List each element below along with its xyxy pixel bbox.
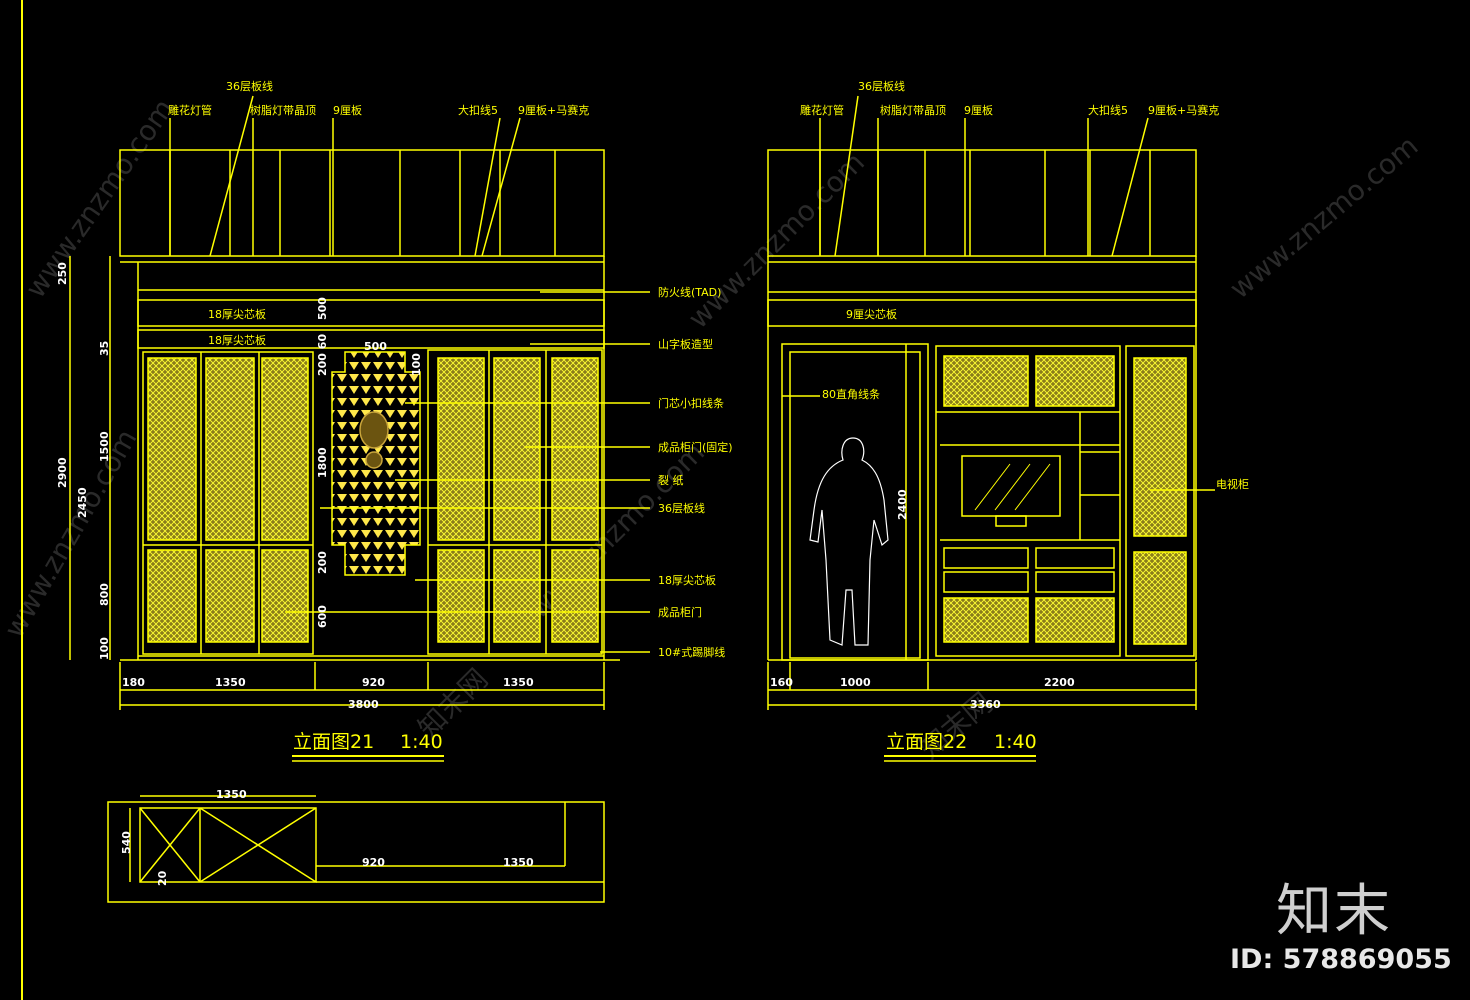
label-top: 36层板线 (858, 79, 905, 93)
label-side: 成品柜门 (658, 605, 702, 619)
label-top: 36层板线 (226, 79, 273, 93)
dimension: 540 (120, 831, 133, 854)
dimension: 200 60 (316, 334, 329, 376)
label-board: 9厘尖芯板 (846, 307, 897, 321)
label-side: 18厚尖芯板 (658, 573, 716, 587)
dimension: 2200 (1044, 676, 1075, 689)
dimension: 1350 (503, 856, 534, 869)
elevation-scale: 1:40 (994, 731, 1037, 753)
dimension: 100 (410, 353, 423, 376)
label-top: 雕花灯管 (168, 103, 212, 117)
dimension: 160 (770, 676, 793, 689)
dimension: 100 (98, 637, 111, 660)
dimension: 2400 (896, 489, 909, 520)
label-top: 大扣线5 (1088, 103, 1128, 117)
dimension: 800 (98, 583, 111, 606)
plan-view (107, 795, 605, 903)
dimension: 1000 (840, 676, 871, 689)
dimension: 600 (316, 605, 329, 628)
image-id-label: ID: 578869055 (1230, 944, 1452, 975)
label-top: 9厘板 (333, 103, 362, 117)
elevation-scale: 1:40 (400, 731, 443, 753)
dimension: 1350 (503, 676, 534, 689)
label-board: 18厚尖芯板 (208, 333, 266, 347)
elevation-21-labels: 36层板线 雕花灯管 树脂灯带晶顶 9厘板 大扣线5 9厘板+马赛克 18厚尖芯… (56, 79, 733, 753)
dimension: 2900 (56, 457, 69, 488)
dimension: 920 (362, 856, 385, 869)
dimension: 1500 (98, 431, 111, 462)
label-top: 9厘板 (964, 103, 993, 117)
watermark-text: www.znzmo.com (1223, 129, 1424, 305)
label-top: 树脂灯带晶顶 (250, 103, 316, 117)
elevation-22-labels: 36层板线 雕花灯管 树脂灯带晶顶 9厘板 大扣线5 9厘板+马赛克 9厘尖芯板… (770, 79, 1249, 753)
dimension: 1800 (316, 447, 329, 478)
dimension-total: 3360 (970, 698, 1001, 711)
label-side: 门芯小扣线条 (658, 396, 724, 410)
dimension: 200 (316, 551, 329, 574)
dimension: 35 (98, 341, 111, 356)
brand-logo: 知末 (1276, 879, 1392, 944)
watermark-text: www.znzmo.com (19, 93, 181, 304)
label-board: 18厚尖芯板 (208, 307, 266, 321)
label-side: 防火线(TAD) (658, 285, 721, 299)
dimension: 920 (362, 676, 385, 689)
label-side: 36层板线 (658, 501, 705, 515)
elevation-21 (69, 95, 650, 762)
elevation-title: 立面图22 (886, 731, 967, 753)
elevation-22 (767, 95, 1215, 762)
dimension: 500 (364, 340, 387, 353)
dimension: 1350 (215, 676, 246, 689)
elevation-title: 立面图21 (293, 731, 374, 753)
label-door: 80直角线条 (822, 387, 880, 401)
label-top: 9厘板+马赛克 (1148, 103, 1219, 117)
dimension: 1350 (216, 788, 247, 801)
label-cabinet: 电视柜 (1216, 477, 1249, 491)
label-side: 裂 纸 (658, 474, 684, 487)
label-top: 雕花灯管 (800, 103, 844, 117)
dimension-total: 3800 (348, 698, 379, 711)
label-top: 大扣线5 (458, 103, 498, 117)
dimension: 180 (122, 676, 145, 689)
dimension: 250 (56, 262, 69, 285)
watermark-text: www.znzmo.com (522, 436, 711, 625)
plan-labels: 1350 540 20 920 1350 (120, 788, 534, 886)
dimension: 500 (316, 297, 329, 320)
label-side: 10#式踢脚线 (658, 645, 725, 659)
watermark-text: www.znzmo.com (682, 146, 871, 335)
label-side: 山字板造型 (658, 337, 713, 351)
dimension: 20 (156, 870, 169, 886)
label-side: 成品柜门(固定) (658, 440, 733, 454)
label-top: 树脂灯带晶顶 (880, 103, 946, 117)
label-top: 9厘板+马赛克 (518, 103, 589, 117)
dimension: 2450 (76, 487, 89, 518)
